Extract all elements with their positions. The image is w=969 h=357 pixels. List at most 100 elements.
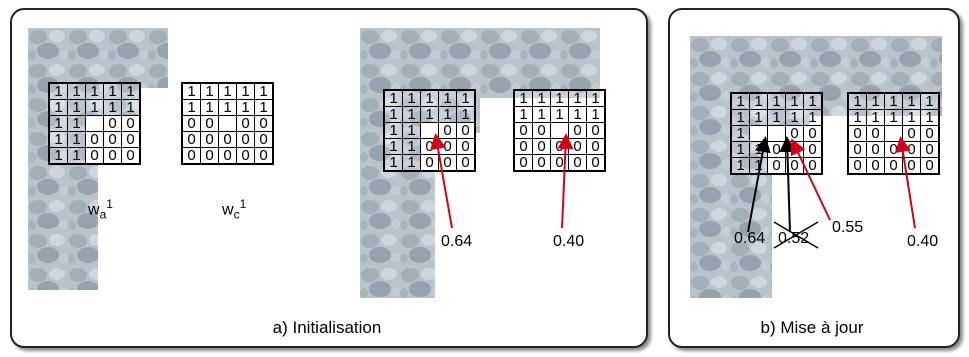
grid-cell: 1: [420, 106, 439, 123]
grid-cell: 1: [67, 82, 86, 100]
grid-cell: 1: [866, 109, 885, 126]
grid-cell: 0: [456, 138, 476, 155]
grid-cell: 1: [730, 157, 750, 175]
label-wc-sub: c: [233, 207, 240, 222]
arrow-b-right: [894, 136, 916, 229]
grid-cell: 0: [121, 131, 141, 148]
grid-cell: 0: [254, 131, 274, 148]
grid-cell: 1: [730, 92, 750, 110]
grid-cell: 1: [103, 99, 122, 116]
grid-cell: 1: [767, 92, 786, 110]
grid-cell: 0: [438, 154, 457, 172]
grid-cell: 1: [218, 99, 237, 116]
grid-cell: 0: [85, 147, 104, 165]
grid-cell: 1: [730, 109, 750, 126]
label-wa-sup: 1: [106, 197, 113, 211]
grid-cell: 0: [85, 131, 104, 148]
grid-cell: 1: [749, 109, 768, 126]
grid-cell: 1: [103, 82, 122, 100]
grid-cell: 1: [254, 82, 274, 100]
arrow-b-064: [747, 136, 771, 233]
value-b-052-crossed: 0.52: [778, 230, 810, 247]
grid-cell: 1: [236, 99, 255, 116]
grid-cell: 0: [181, 131, 201, 148]
grid-cell: 0: [568, 154, 587, 172]
label-wc-sup: 1: [239, 197, 247, 211]
grid-cell: 0: [847, 125, 867, 142]
grid-cell: 0: [103, 147, 122, 165]
grid-cell: 1: [200, 82, 219, 100]
grid-cell: 0: [236, 131, 255, 148]
grid-cell: 1: [383, 106, 403, 123]
grid-cell: 1: [48, 131, 68, 148]
grid-cell: 1: [902, 109, 921, 126]
grid-cell: 1: [121, 82, 141, 100]
grid-cell: 0: [236, 115, 255, 132]
grid-cell: 0: [103, 115, 122, 132]
grid-cell: 0: [420, 154, 439, 172]
grid-cell: 1: [568, 106, 587, 123]
grid-cell: 0: [420, 138, 439, 155]
grid-cell: 0: [568, 138, 587, 155]
grid-cell: 0: [532, 154, 551, 172]
grid-cell: 1: [181, 99, 201, 116]
grid-cell: 1: [48, 82, 68, 100]
grid-cell: 1: [568, 89, 587, 107]
grid-cell: 0: [803, 157, 823, 175]
grid-cell: 0: [767, 157, 786, 175]
grid-cell: 0: [866, 125, 885, 142]
grid-cell: 1: [803, 109, 823, 126]
grid-cell: [85, 115, 104, 132]
grid-cell: 1: [438, 106, 457, 123]
grid-cell: 1: [67, 131, 86, 148]
grid-cell: 0: [121, 115, 141, 132]
grid-cell: 0: [803, 141, 823, 158]
grid-cell: 1: [884, 92, 903, 110]
grid-cell: 0: [456, 154, 476, 172]
grid-cell: 0: [121, 147, 141, 165]
grid-cell: 1: [438, 89, 457, 107]
grid-cell: 0: [803, 125, 823, 142]
label-wa-base: w: [88, 201, 100, 219]
grid-cell: 1: [532, 106, 551, 123]
grid-cell: 1: [383, 154, 403, 172]
grid-cell: 0: [254, 115, 274, 132]
label-wc: wc1: [222, 197, 246, 222]
grid-cell: 0: [254, 147, 274, 165]
grid-cell: 1: [402, 154, 421, 172]
grid-cell: 1: [48, 147, 68, 165]
grid-cell: 1: [866, 92, 885, 110]
value-a-left: 0.64: [441, 233, 473, 250]
grid-cell: 1: [254, 99, 274, 116]
value-a-right: 0.40: [553, 233, 585, 250]
arrow-b-052: [779, 136, 796, 233]
grid-cell: 0: [866, 157, 885, 175]
value-b-064: 0.64: [734, 230, 766, 247]
value-b-055: 0.55: [832, 219, 864, 236]
grid-cell: 0: [513, 122, 533, 139]
grid-cell: 0: [532, 122, 551, 139]
grid-cell: 1: [884, 109, 903, 126]
grid-cell: 0: [513, 138, 533, 155]
caption-mise-a-jour: b) Mise à jour: [760, 318, 864, 337]
grid-cell: 0: [181, 147, 201, 165]
grid-cell: 1: [218, 82, 237, 100]
grid-cell: 0: [103, 131, 122, 148]
